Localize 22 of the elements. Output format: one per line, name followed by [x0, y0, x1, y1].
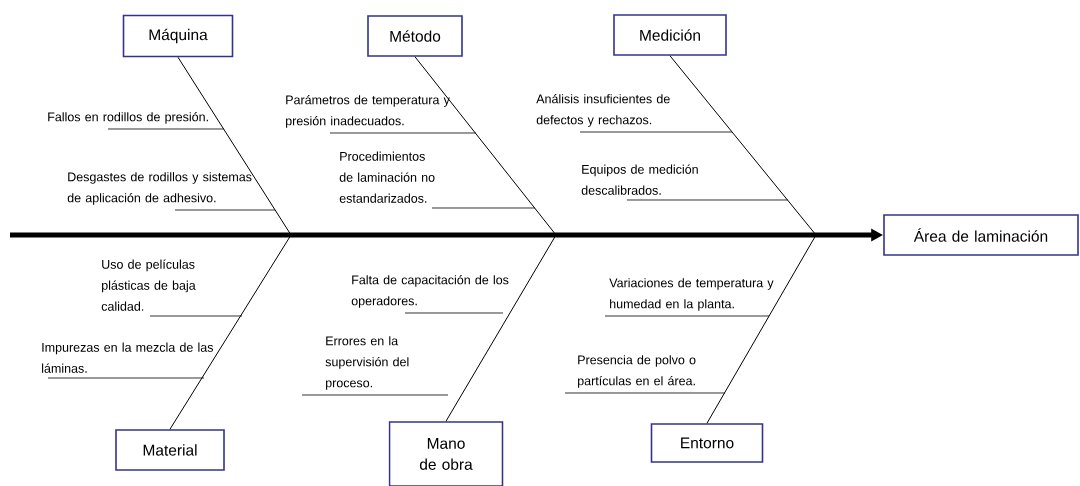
category-box: Área de laminación [883, 214, 1079, 256]
cause-text: Parámetros de temperatura y presión inadecuados. [286, 95, 450, 128]
category-box: Método [367, 15, 463, 57]
cause-text: Desgastes de rodillos y sistemas de aplicación de adhesivo. [67, 172, 252, 205]
cause-text: Procedimientos de laminación no estandarizados. [339, 151, 435, 203]
cause-text: Uso de películas plásticas de baja calidad. [101, 259, 196, 311]
bone-line [706, 234, 817, 424]
bone-line [445, 234, 557, 422]
cause-text: Equipos de medición descalibrados. [581, 164, 698, 195]
category-box: Entorno [650, 423, 764, 463]
cause-text: Falta de capacitación de los operadores. [351, 275, 509, 308]
cause-text: Variaciones de temperatura y humedad en la planta. [609, 278, 774, 311]
category-box: Mano de obra [388, 421, 504, 486]
category-box: Material [115, 429, 225, 471]
cause-text: Presencia de polvo o partículas en el área. [578, 355, 696, 388]
cause-text: Análisis insuficientes de defectos y rechazos. [536, 94, 670, 127]
bone-line [169, 234, 292, 430]
category-box: Máquina [122, 14, 234, 58]
cause-text: Errores en la supervisión del proceso. [325, 336, 409, 390]
cause-text: Fallos en rodillos de presión. [48, 112, 208, 124]
cause-text: Impurezas en la mezcla de las láminas. [42, 342, 213, 373]
category-box: Medición [613, 14, 727, 56]
